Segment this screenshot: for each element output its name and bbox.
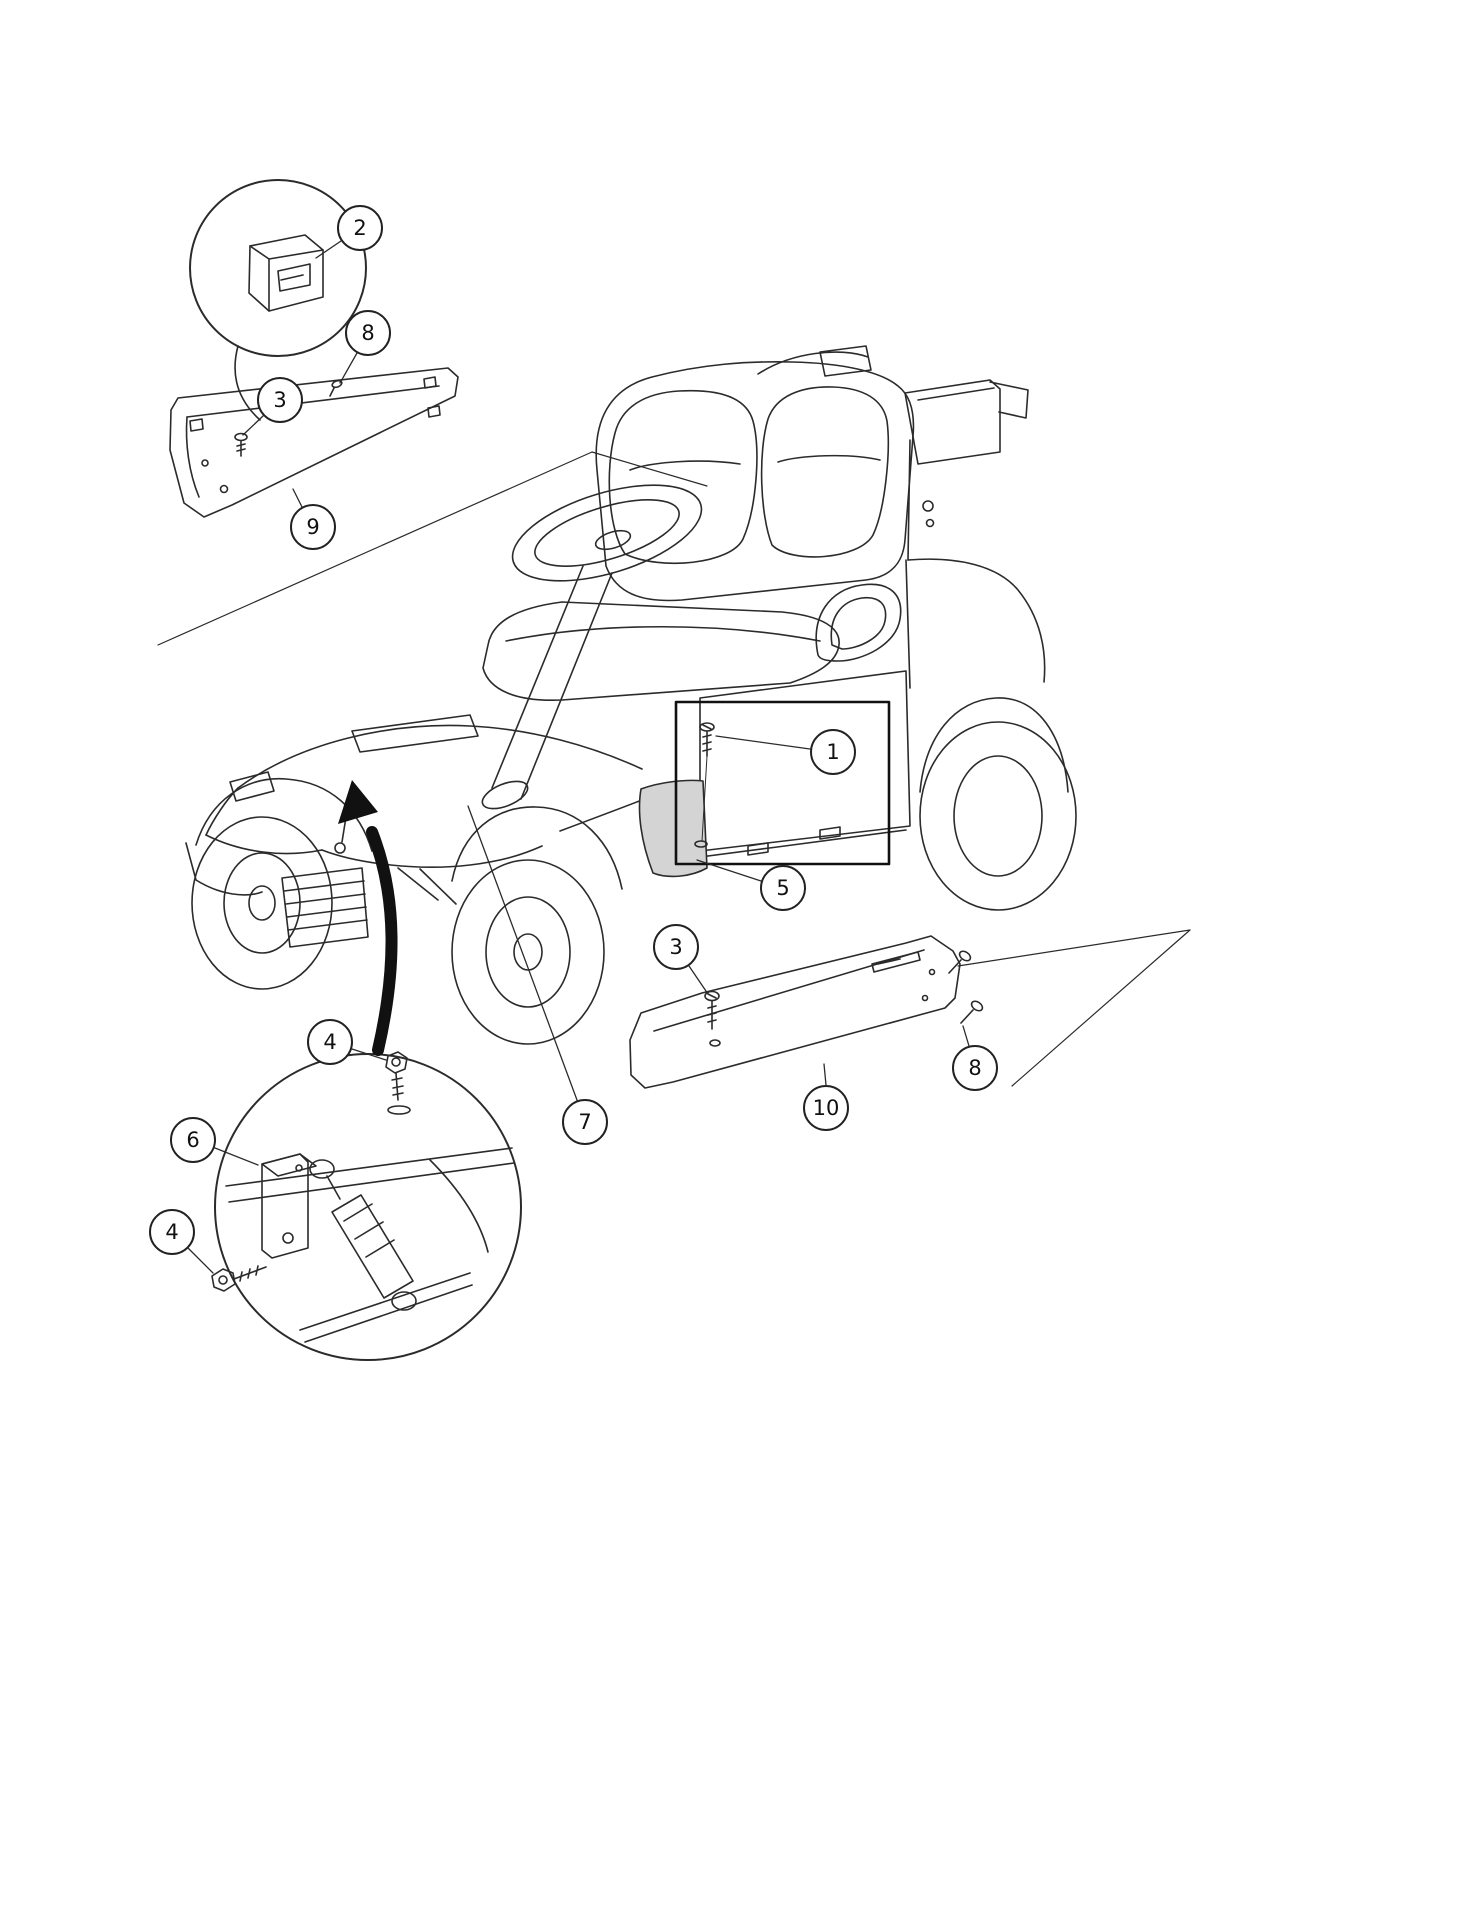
rocker-panel-left [169,367,459,518]
callout-3-right: 3 [653,924,699,970]
callout-5-label: 5 [776,876,790,900]
callout-4-top: 4 [307,1019,353,1065]
callout-8-top: 8 [345,310,391,356]
callout-3-left: 3 [257,377,303,423]
callout-1-label: 1 [826,740,840,764]
callout-9-label: 9 [306,515,320,539]
shaded-panel [638,779,708,878]
detail-circle-bracket [211,1051,522,1361]
callout-8-right-label: 8 [968,1056,982,1080]
callout-3-left-label: 3 [273,388,287,412]
callout-4-top-label: 4 [323,1030,337,1054]
pointer-arrow [338,780,398,1056]
callout-8-top-label: 8 [361,321,375,345]
callout-2-label: 2 [353,216,367,240]
highlight-box-item1 [674,700,891,866]
callout-4-bottom: 4 [149,1209,195,1255]
callout-5: 5 [760,865,806,911]
callout-3-right-label: 3 [669,935,683,959]
callout-10: 10 [803,1085,849,1131]
callout-9: 9 [290,504,336,550]
rocker-panel-right [629,935,984,1089]
golf-cart-art [185,345,1077,1045]
callout-7: 7 [562,1099,608,1145]
highlight-box [674,700,891,866]
callout-6-label: 6 [186,1128,200,1152]
callout-8-right: 8 [952,1045,998,1091]
shaded-panel-item5 [638,779,708,878]
callout-2: 2 [337,205,383,251]
leader-lines [187,240,970,1274]
callout-6: 6 [170,1117,216,1163]
callout-7-label: 7 [578,1110,592,1134]
callout-1: 1 [810,729,856,775]
detail-circle-clip [189,179,367,421]
callout-4-bottom-label: 4 [165,1220,179,1244]
callout-10-label: 10 [812,1096,840,1120]
